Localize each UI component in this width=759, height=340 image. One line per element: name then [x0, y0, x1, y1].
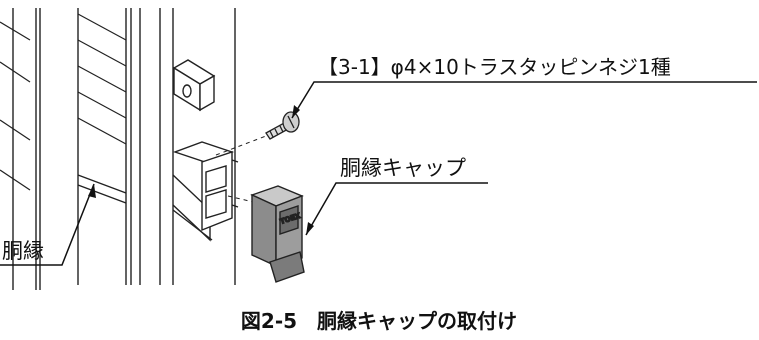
leader-arrows [88, 105, 314, 235]
screw-icon [265, 111, 300, 140]
cap-label: 胴縁キャップ [340, 156, 466, 180]
panel-slats [0, 13, 127, 191]
alignment-lines [215, 135, 267, 205]
rail-end [172, 141, 239, 232]
upper-bracket [172, 59, 216, 112]
rail-label: 胴縁 [2, 239, 44, 263]
cap-part: TOEX [250, 185, 305, 283]
screw-label: 【3-1】φ4×10トラスタッピンネジ1種 [318, 55, 671, 79]
leader-lines [0, 81, 757, 266]
horizontal-rail [77, 174, 213, 242]
figure-caption: 図2-5 胴縁キャップの取付け [241, 309, 517, 333]
vertical-posts [12, 8, 236, 290]
